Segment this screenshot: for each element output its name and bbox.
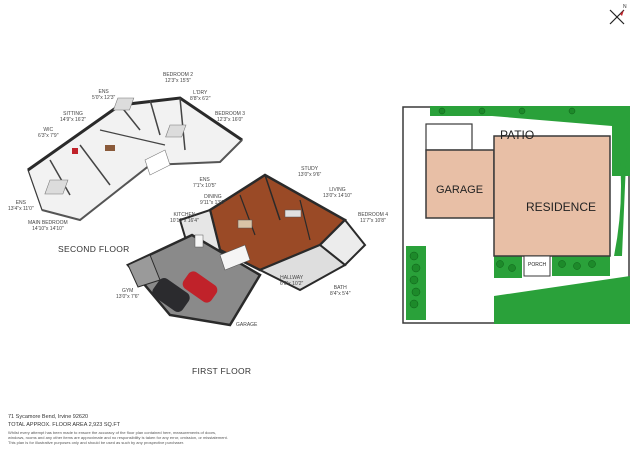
footer-disclaimer-3: This plan is for illustrative purposes o… <box>8 440 185 445</box>
bed-icon <box>113 97 135 111</box>
lawn-bottom <box>494 276 630 324</box>
car-dark-icon <box>152 278 190 312</box>
footer-area: TOTAL APPROX. FLOOR AREA 2,923 SQ.FT <box>8 422 121 428</box>
stair-icon <box>219 244 251 271</box>
second-floor-title: SECOND FLOOR <box>58 244 130 254</box>
lawn-top <box>430 106 630 176</box>
footer-disclaimer-2: windows, rooms and any other items are a… <box>8 435 228 440</box>
label-garage: GARAGE <box>236 322 258 328</box>
dining-table-icon <box>237 219 253 229</box>
hallway-floor <box>257 243 347 292</box>
first-floor-plan <box>125 173 367 327</box>
bed-icon <box>44 179 69 195</box>
lawn-right-edge <box>614 116 628 256</box>
first-floor-title: FIRST FLOOR <box>192 366 252 376</box>
second-floor-plan <box>27 96 243 222</box>
kitchen-island-icon <box>194 234 204 248</box>
car-red-icon <box>182 271 218 303</box>
compass: N <box>606 4 628 28</box>
site-label-porch: PORCH <box>528 262 547 268</box>
bed-icon <box>165 124 187 138</box>
site-label-residence: RESIDENCE <box>526 200 597 214</box>
site-patio-strip <box>425 123 473 151</box>
footer-disclaimer-1: Whilst every attempt has been made to en… <box>8 430 217 435</box>
compass-north-label: N <box>623 4 627 10</box>
site-label-garage: GARAGE <box>436 184 484 196</box>
site-residence <box>493 135 611 257</box>
sofa-icon <box>105 145 115 151</box>
stair-icon <box>144 149 171 176</box>
rug-icon <box>72 148 78 154</box>
site-porch <box>523 255 551 277</box>
compass-icon <box>609 9 625 25</box>
site-plan <box>402 106 630 324</box>
site-label-patio: PATIO <box>500 128 535 142</box>
footer-address: 71 Sycamore Bend, Irvine 92620 <box>8 414 89 420</box>
sofa-icon <box>284 209 302 218</box>
lawn-porch-right <box>552 256 610 276</box>
